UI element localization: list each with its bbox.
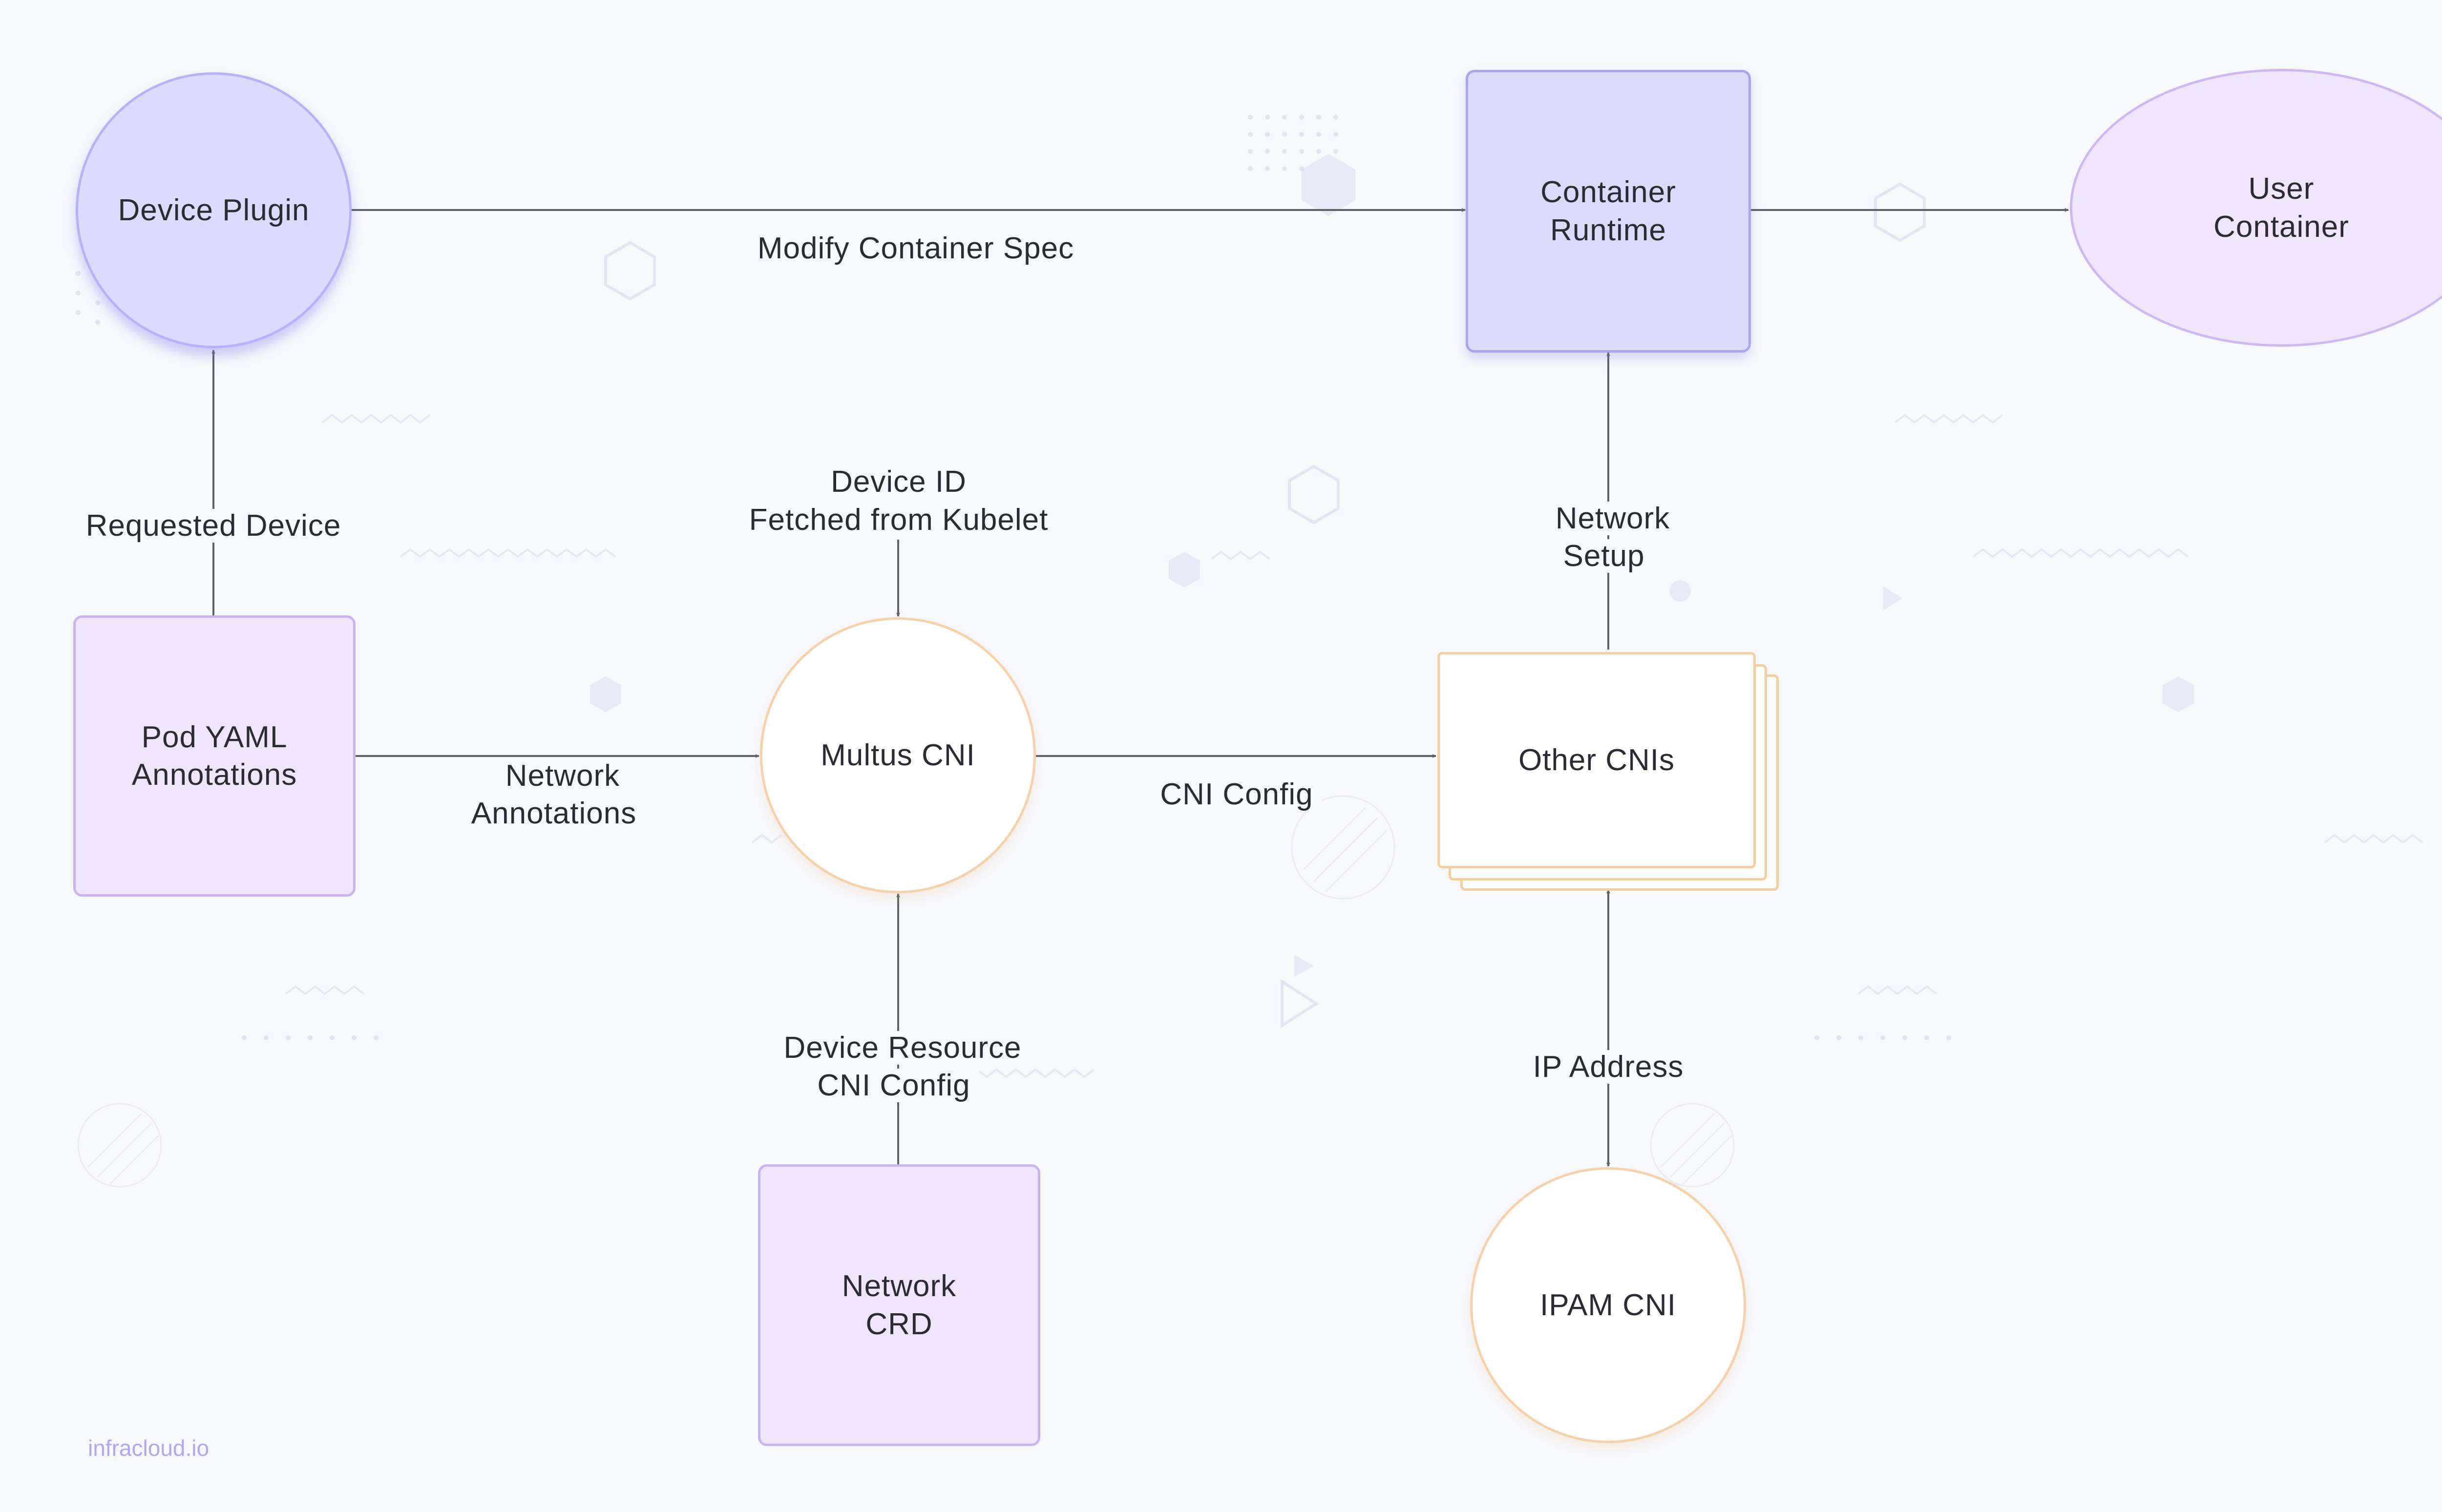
user-container-node: User Container [2070, 69, 2442, 347]
multus-cni-label: Multus CNI [821, 738, 975, 772]
edge-label-network-annotations: Network Annotations [436, 719, 680, 833]
device-plugin-node: Device Plugin [76, 72, 352, 348]
watermark-text: infracloud.io [88, 1435, 210, 1461]
edge-label-cni-config: CNI Config [1090, 737, 1383, 813]
pod-yaml-node: Pod YAML Annotations [73, 615, 356, 897]
edge-label-modify-container-spec: Modify Container Spec [625, 191, 1206, 267]
ipam-cni-node: IPAM CNI [1470, 1167, 1746, 1443]
network-crd-label: Network CRD [842, 1269, 957, 1341]
edge-label-device-id: Device ID Fetched from Kubelet [749, 465, 1049, 537]
multus-cni-node: Multus CNI [760, 617, 1036, 893]
network-crd-node: Network CRD [758, 1164, 1040, 1446]
pod-yaml-label: Pod YAML Annotations [131, 720, 297, 792]
user-container-label: User Container [2213, 172, 2349, 244]
container-runtime-node: Container Runtime [1466, 70, 1751, 353]
container-runtime-label: Container Runtime [1540, 175, 1676, 247]
edge-label-requested-device: Requested Device [18, 469, 409, 545]
edge-label-ip-address: IP Address [1462, 1010, 1755, 1086]
other-cnis-node: Other CNIs [1437, 652, 1756, 868]
ipam-cni-label: IPAM CNI [1540, 1288, 1676, 1322]
edge-label-network-setup: Network Setup [1486, 462, 1730, 575]
other-cnis-label: Other CNIs [1518, 743, 1675, 777]
device-plugin-label: Device Plugin [118, 193, 310, 227]
edge-label-device-resource: Device Resource CNI Config [678, 991, 1118, 1105]
